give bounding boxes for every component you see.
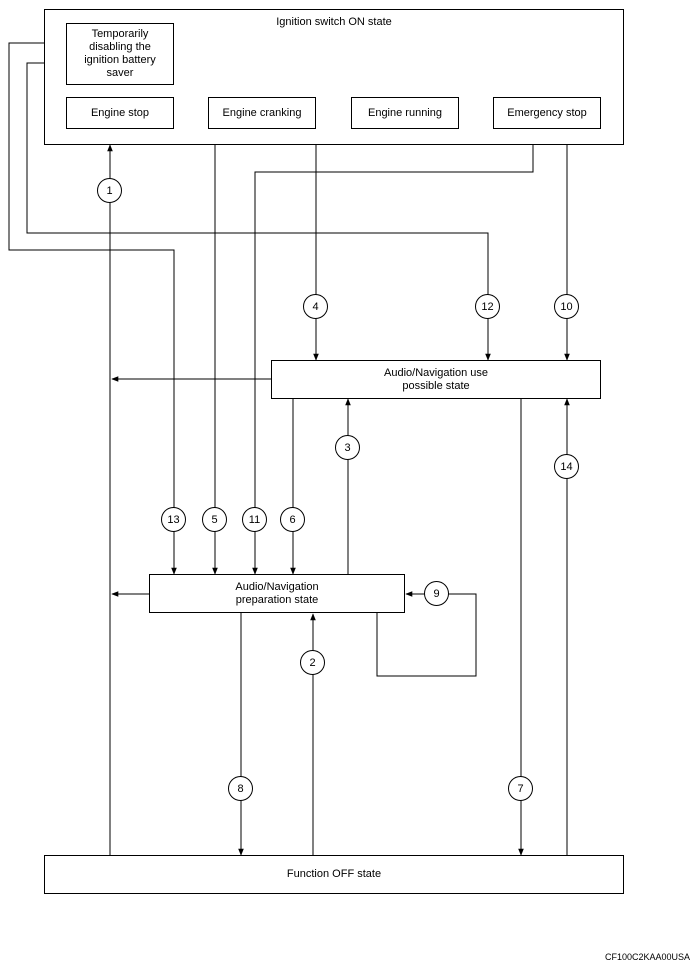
transition-line-12 — [26, 62, 491, 361]
transition-line-13 — [8, 42, 177, 575]
transition-14-badge: 14 — [554, 454, 579, 479]
emergency-stop-box: Emergency stop — [493, 97, 601, 129]
engine-cranking-box: Engine cranking — [208, 97, 316, 129]
engine-stop-box: Engine stop — [66, 97, 174, 129]
use-possible-state-box: Audio/Navigation use possible state — [271, 360, 601, 399]
transition-3-badge: 3 — [335, 435, 360, 460]
transition-10-badge: 10 — [554, 294, 579, 319]
transition-4-badge: 4 — [303, 294, 328, 319]
transition-9-badge: 9 — [424, 581, 449, 606]
transition-2-badge: 2 — [300, 650, 325, 675]
preparation-state-box: Audio/Navigation preparation state — [149, 574, 405, 613]
function-off-state-box: Function OFF state — [44, 855, 624, 894]
engine-running-box: Engine running — [351, 97, 459, 129]
transition-8-badge: 8 — [228, 776, 253, 801]
transition-13-badge: 13 — [161, 507, 186, 532]
transition-5-badge: 5 — [202, 507, 227, 532]
transition-1-badge: 1 — [97, 178, 122, 203]
figure-code: CF100C2KAA00USA — [604, 952, 690, 962]
transition-12-badge: 12 — [475, 294, 500, 319]
transition-line-11 — [252, 129, 534, 575]
ignition-on-state-title: Ignition switch ON state — [276, 16, 392, 28]
temp-disable-battery-saver-box: Temporarily disabling the ignition batte… — [66, 23, 174, 85]
transition-11-badge: 11 — [242, 507, 267, 532]
transition-6-badge: 6 — [280, 507, 305, 532]
transition-line-9 — [376, 591, 477, 677]
transition-7-badge: 7 — [508, 776, 533, 801]
